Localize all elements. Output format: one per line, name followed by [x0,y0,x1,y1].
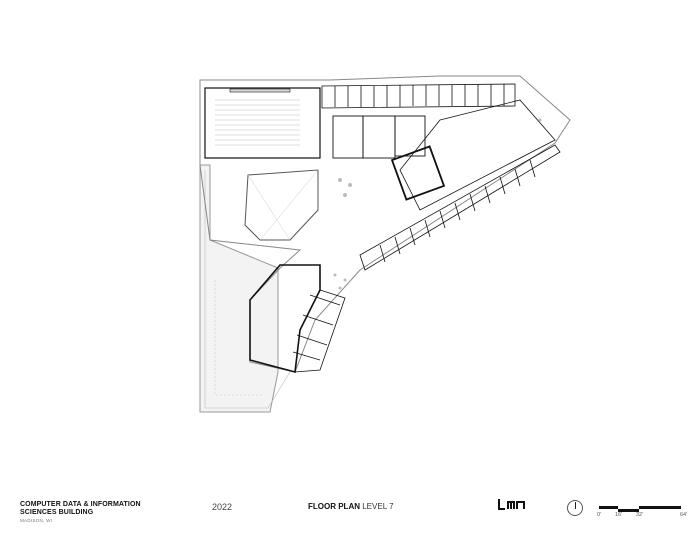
lecture-hall [204,87,321,159]
project-year: 2022 [212,502,233,512]
scale-bar: 0' 16' 32' 64' [596,502,696,522]
firm-logo [497,497,531,515]
project-title-line2: SCIENCES BUILDING [20,509,94,516]
north-arrow-icon [567,500,583,516]
core [390,145,446,201]
lmn-logo-icon [498,499,525,510]
scale-label-64: 64' [680,512,688,518]
scale-label-0: 0' [597,512,602,518]
southwest-core [249,264,321,374]
building-outline [199,75,571,373]
atrium-void [244,169,319,241]
roof-terrace [199,164,279,413]
project-location: MADISON, WI [20,518,53,523]
project-title-line1: COMPUTER DATA & INFORMATION [20,501,141,508]
floor-plan-drawing [199,75,571,413]
sheet-title-level: LEVEL 7 [362,502,394,511]
sheet-title: FLOOR PLAN LEVEL 7 [308,502,394,511]
scale-label-16: 16' [615,512,623,518]
scale-label-32: 32' [636,512,644,518]
project-title: COMPUTER DATA & INFORMATION SCIENCES BUI… [20,501,141,517]
sheet-title-main: FLOOR PLAN [308,502,360,511]
scale-bar-graphic [599,506,681,512]
